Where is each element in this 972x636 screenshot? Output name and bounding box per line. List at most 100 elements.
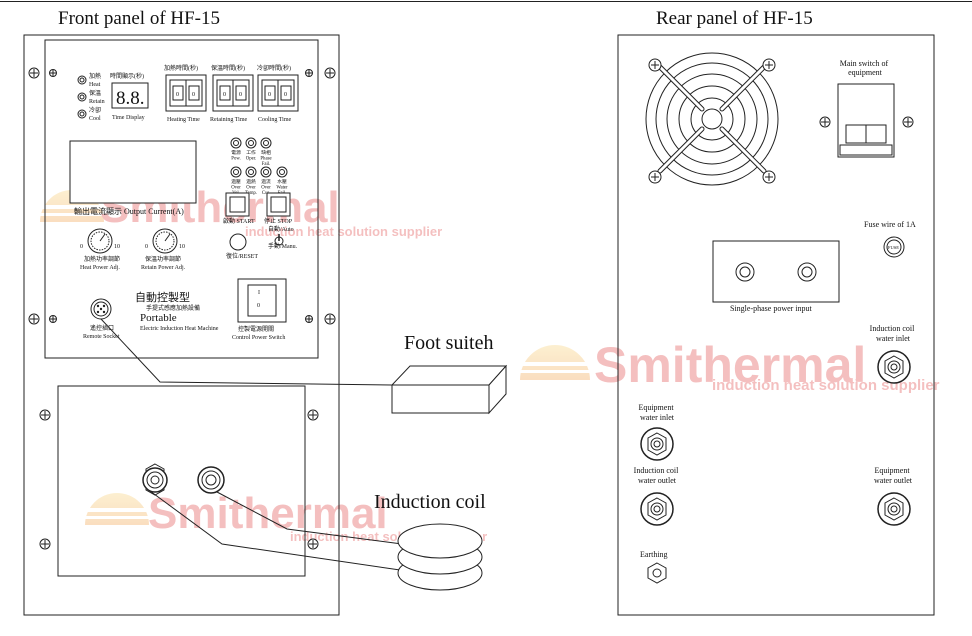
cooling-time-thumbwheel[interactable]: 冷卻時間(秒) 0 0 Cooling Time — [257, 64, 299, 123]
equip-inlet-label-line1: Equipment — [638, 403, 674, 412]
heat-power-knob[interactable] — [87, 228, 113, 254]
screw-icon — [762, 170, 776, 184]
indicator-label-5-line: Over — [261, 186, 271, 191]
cool-en-label: Cool — [89, 116, 101, 122]
retain-mode-lamp — [77, 92, 87, 102]
cool-cn-label: 冷卻 — [89, 106, 101, 114]
auto-manual-label-line: 自動/Auto — [268, 225, 294, 233]
thumbwheel-digit: 0 — [268, 92, 271, 98]
watermark-front: Smithermal induction heat solution suppl… — [40, 183, 442, 239]
screw-icon — [762, 58, 776, 72]
over-temp-indicator-lamp — [245, 166, 257, 178]
indicator-label-6-line: Water — [276, 186, 288, 191]
indicator-label-1-line: 工作 — [246, 149, 256, 156]
thumbwheel-digit: 0 — [284, 92, 287, 98]
indicator-label-5-line: Cur. — [262, 191, 270, 196]
control-panel — [44, 39, 319, 359]
coil-inlet-label-line2: water inlet — [876, 334, 911, 343]
power-input-terminal-right[interactable] — [797, 262, 817, 282]
front-panel-outline — [23, 34, 340, 616]
stop-button[interactable] — [266, 192, 291, 217]
coil-connector-panel — [57, 385, 306, 577]
watermark-tagline: induction heat solution supplier — [712, 377, 940, 394]
phase-fail-indicator-lamp — [260, 137, 272, 149]
foot-switch-cable — [100, 318, 393, 386]
screw-icon — [305, 315, 313, 323]
equip-outlet-label: Equipment water outlet — [874, 466, 913, 485]
watermark-sun-logo — [85, 493, 149, 525]
earthing-terminal[interactable] — [647, 562, 667, 584]
rocker-on-label: I — [258, 290, 260, 296]
fuse-holder[interactable] — [883, 236, 905, 258]
thumbwheel-digit: 0 — [223, 92, 226, 98]
heating-time-thumbwheel[interactable]: 加熱時間(秒) 0 0 Heating Time — [164, 64, 207, 123]
retain-power-cn-label: 保溫功率調節 — [145, 255, 181, 263]
equip-inlet-label-line2: water inlet — [640, 413, 675, 422]
power-input-terminal-left[interactable] — [735, 262, 755, 282]
thumbwheel-digit: 0 — [176, 92, 179, 98]
start-label: 啟動 START — [223, 217, 255, 225]
knob-min-label: 0 — [80, 244, 83, 250]
model-cn-label: 自動控製型 — [135, 290, 190, 304]
knob-max-label: 10 — [114, 244, 120, 250]
control-switch-en-label: Control Power Switch — [232, 335, 285, 341]
screw-icon — [305, 69, 313, 77]
coil-outlet-label: Induction coil water outlet — [634, 466, 681, 485]
watermark-sun-logo — [520, 345, 590, 380]
model-sub-cn-label: 手提式感應加熱設備 — [146, 304, 200, 312]
coil-connector-left[interactable] — [142, 463, 168, 496]
coil-water-outlet-connector[interactable] — [640, 492, 674, 526]
equipment-water-inlet-connector[interactable] — [640, 427, 674, 461]
time-display — [111, 82, 149, 109]
screw-icon — [902, 116, 914, 128]
indicator-label-2-line: 缺相 — [261, 149, 271, 156]
equip-inlet-label: Equipment water inlet — [638, 403, 675, 422]
start-button[interactable] — [225, 192, 250, 217]
foot-switch[interactable] — [390, 364, 508, 415]
portable-label: Portable — [140, 312, 177, 324]
screw-icon — [307, 538, 319, 550]
reset-button[interactable] — [229, 233, 247, 251]
rear-panel-title: Rear panel of HF-15 — [656, 8, 813, 29]
screw-icon — [28, 313, 40, 325]
cooling-time-en-label: Cooling Time — [258, 117, 292, 123]
remote-socket[interactable] — [90, 298, 112, 320]
coil-lead-left — [149, 490, 401, 571]
equipment-water-outlet-connector[interactable] — [877, 492, 911, 526]
retain-power-knob[interactable] — [152, 228, 178, 254]
fuse-label: Fuse wire of 1A — [864, 220, 916, 229]
screw-icon — [307, 409, 319, 421]
over-current-indicator-lamp — [260, 166, 272, 178]
knob-max-label: 10 — [179, 244, 185, 250]
power-input-block — [712, 240, 840, 303]
retain-en-label: Retain — [89, 99, 105, 105]
power-input-label: Single-phase power input — [730, 304, 813, 313]
equip-outlet-label-line1: Equipment — [874, 466, 910, 475]
retain-power-en-label: Retain Power Adj. — [141, 265, 186, 271]
main-power-switch[interactable] — [837, 83, 895, 158]
heat-mode-lamp — [77, 75, 87, 85]
fuse-cap-label: FUSE — [888, 245, 899, 250]
reset-label: 復位/RESET — [226, 252, 258, 260]
main-switch-label-line2: equipment — [848, 68, 883, 77]
coil-water-inlet-connector[interactable] — [877, 350, 911, 384]
screw-icon — [648, 170, 662, 184]
auto-manual-toggle[interactable] — [274, 234, 284, 246]
lower-panel-screws — [39, 409, 319, 550]
main-switch-label: Main switch of equipment — [840, 59, 890, 77]
front-screws — [28, 67, 336, 325]
indicator-label-0-line: 電源 — [231, 149, 241, 156]
induction-coil-label: Induction coil — [374, 491, 486, 513]
mode-lamps — [77, 75, 87, 119]
indicator-label-6-line: 水壓 — [277, 178, 287, 185]
machine-en-label: Electric Induction Heat Machine — [140, 326, 219, 332]
control-power-switch[interactable] — [237, 278, 287, 323]
retaining-time-thumbwheel[interactable]: 保溫時間(秒) 0 0 Retaining Time — [210, 64, 254, 123]
time-display-cn-label: 時間顯示(秒) — [110, 72, 144, 80]
coil-connector-right[interactable] — [197, 466, 225, 494]
